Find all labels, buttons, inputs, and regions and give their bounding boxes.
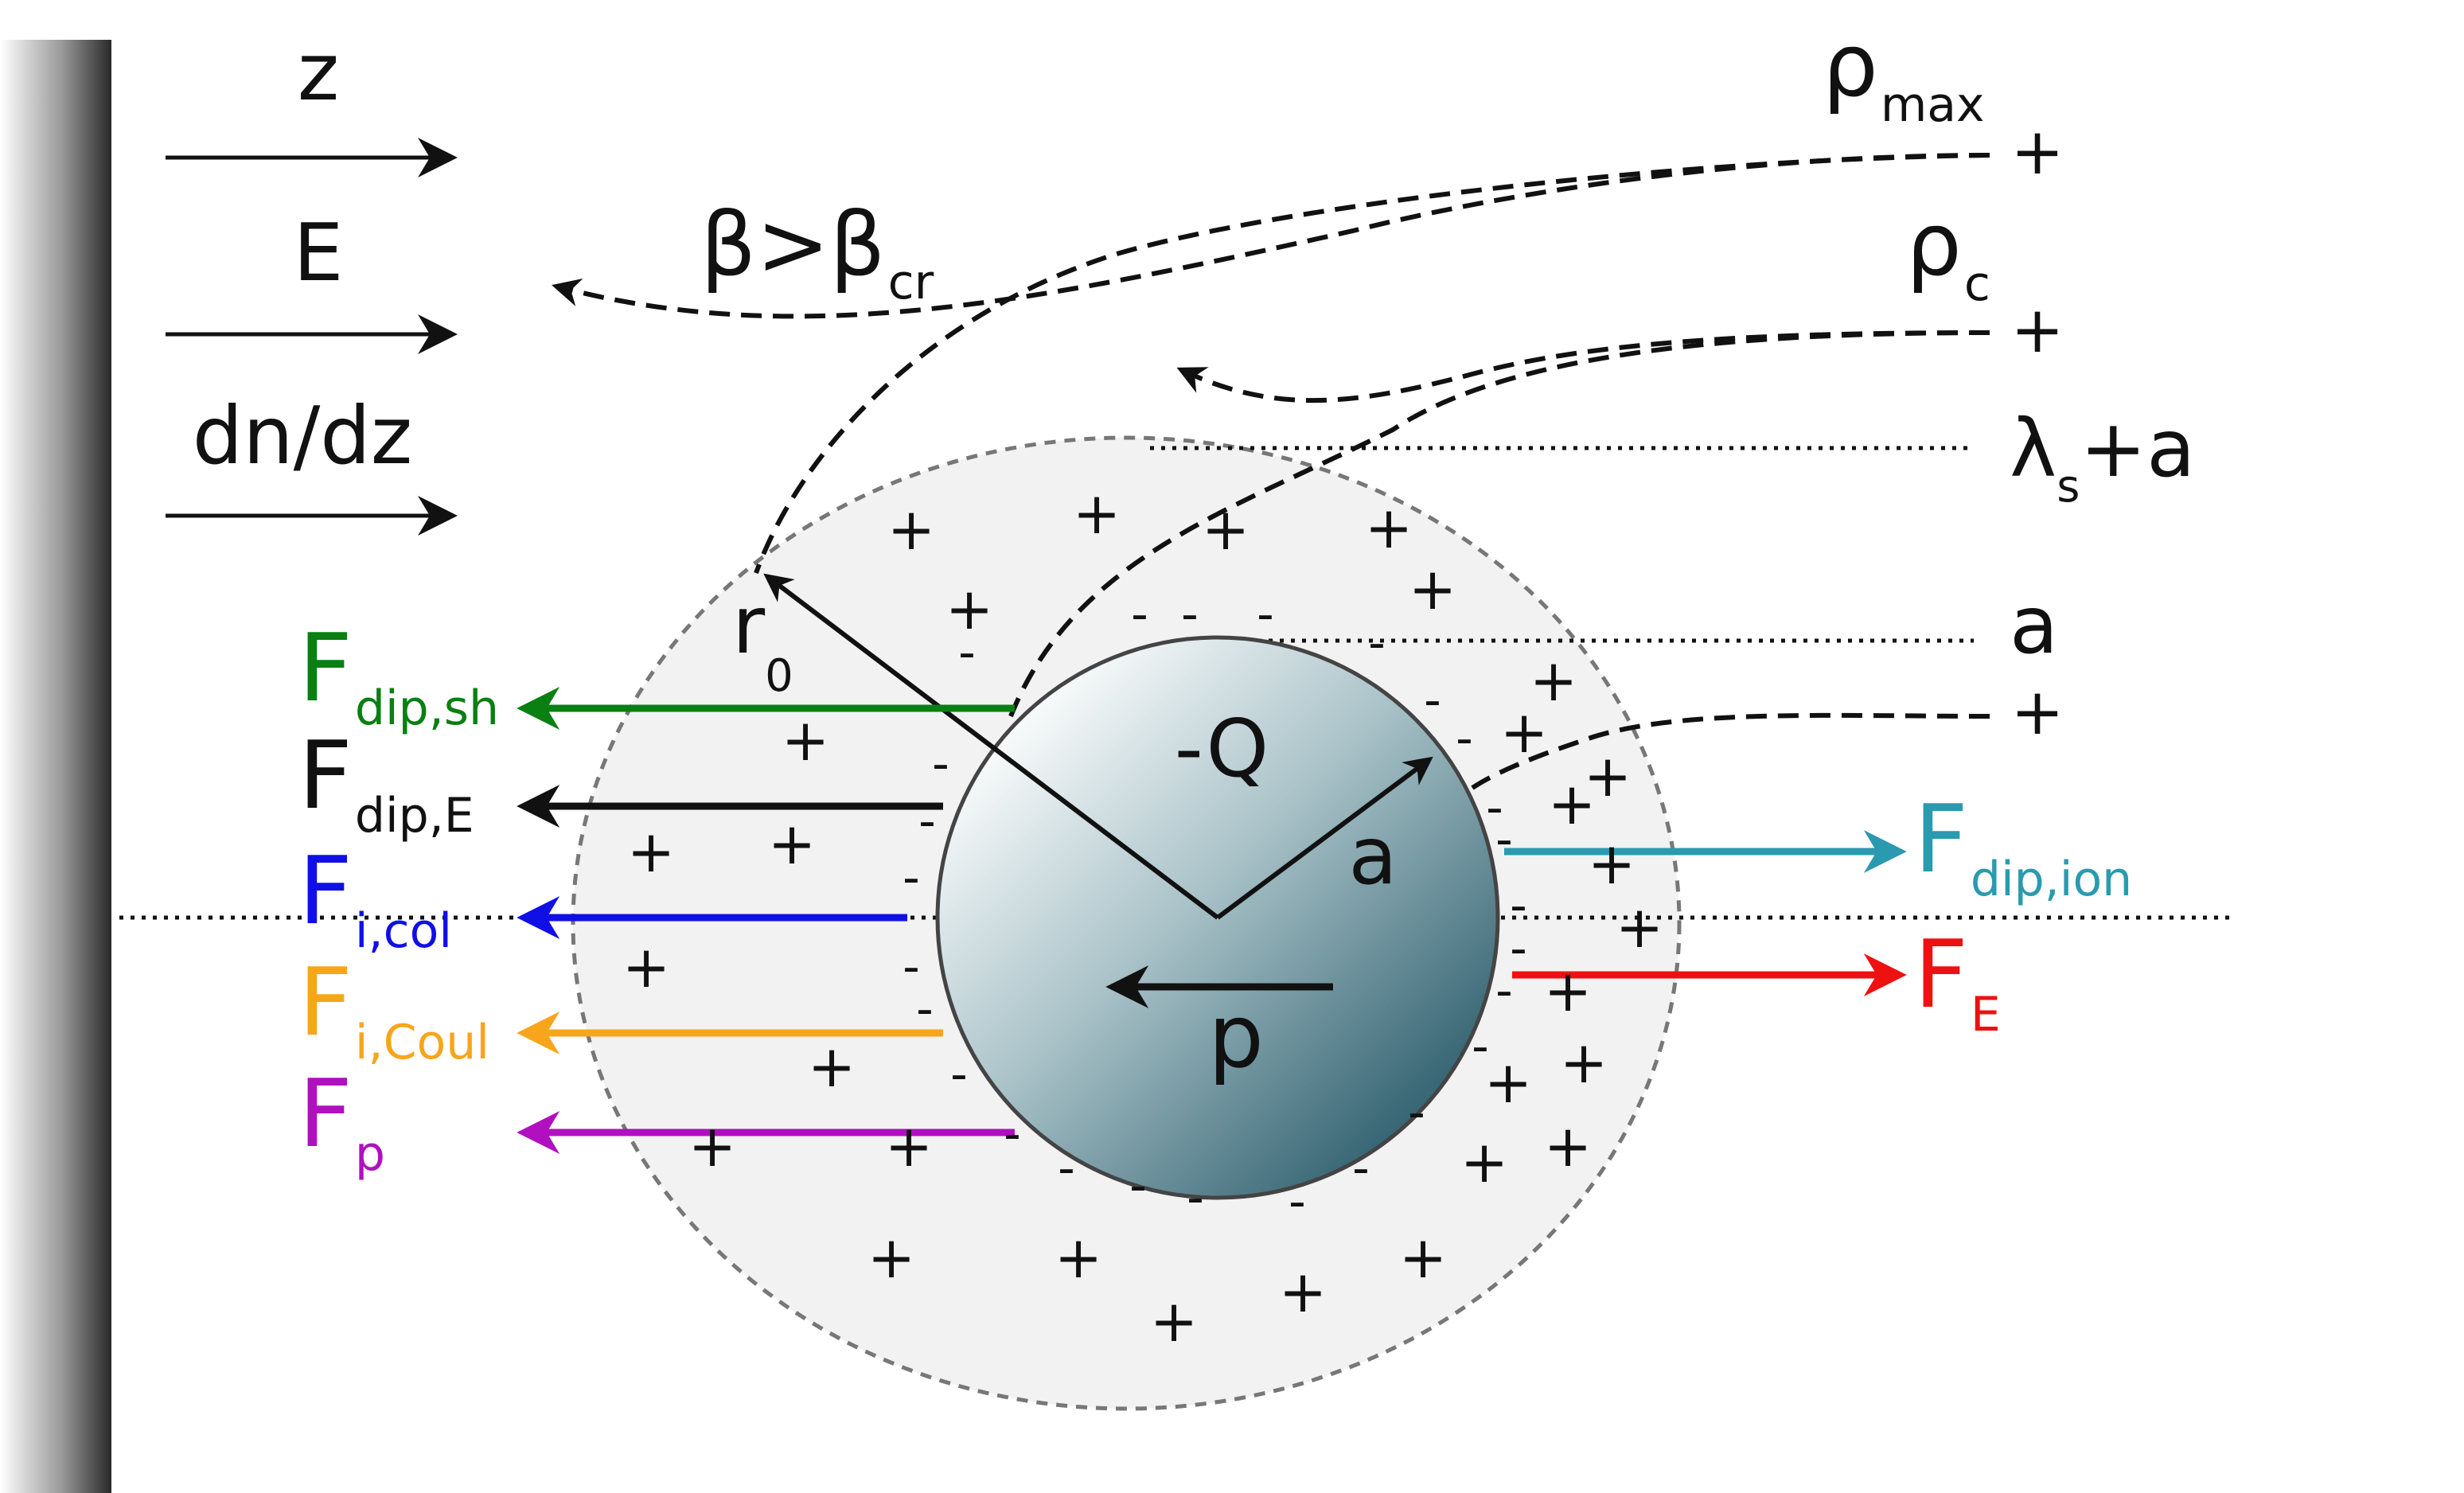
ion-plus-symbol: + bbox=[768, 810, 816, 877]
ion-plus-symbol: + bbox=[1055, 1224, 1102, 1291]
ion-plus-symbol: + bbox=[1544, 1113, 1592, 1179]
electron-minus-symbol: - bbox=[1289, 1174, 1306, 1230]
ion-plus-symbol: + bbox=[1460, 1129, 1508, 1195]
electron-minus-symbol: - bbox=[1368, 615, 1386, 671]
r0-label: r0 bbox=[732, 579, 793, 702]
trajectory-rho-max bbox=[552, 153, 1990, 319]
ion-plus-symbol: + bbox=[1616, 894, 1663, 961]
r0-arrow bbox=[763, 573, 1219, 920]
ion-plus-symbol: + bbox=[1150, 1288, 1198, 1355]
electron-minus-symbol: - bbox=[950, 1047, 968, 1102]
force-dip-ion-label: Fdip,ion bbox=[1914, 784, 2132, 907]
trajectory-grazing bbox=[1471, 712, 1990, 790]
force-i-col-label: Fi,col bbox=[298, 836, 452, 959]
electron-minus-symbol: - bbox=[918, 793, 936, 849]
electron-minus-symbol: - bbox=[958, 625, 976, 680]
ion-plus-symbol: + bbox=[782, 707, 829, 774]
ion-plus-symbol: + bbox=[627, 818, 675, 885]
rho-c-label: ρc bbox=[1906, 193, 1990, 312]
electron-minus-symbol: - bbox=[1486, 780, 1503, 836]
electron-minus-symbol: - bbox=[903, 939, 920, 995]
ion-plus-symbol: + bbox=[1560, 1029, 1608, 1096]
force-p-label: Fp bbox=[298, 1058, 385, 1182]
electron-minus-symbol: - bbox=[1472, 1019, 1489, 1074]
E-label: E bbox=[293, 206, 343, 299]
ion-trajectories bbox=[552, 153, 1990, 790]
ion-plus-symbol: + bbox=[1399, 1224, 1447, 1291]
ion-plus-symbol: + bbox=[1409, 555, 1456, 622]
ion-plus-symbol: + bbox=[1365, 494, 1413, 561]
rho-max-label: ρmax bbox=[1823, 14, 1985, 133]
dipole-label: p bbox=[1208, 985, 1264, 1087]
lambda-label: λs+a bbox=[2010, 402, 2195, 513]
sheath-ions: +++++++++++++++++++++++++++++ bbox=[622, 480, 1663, 1355]
left-forces: Fdip,sh Fdip,E Fi,col Fi,Coul Fp bbox=[298, 613, 1015, 1182]
ion-plus-symbol: + bbox=[1500, 699, 1548, 766]
trajectory-rho-c-inner bbox=[1008, 330, 1990, 718]
level-labels: β>βcr ρmax ρc λs+a a + + + bbox=[700, 14, 2195, 749]
ion-plus-symbol: + bbox=[1584, 743, 1632, 809]
electron-minus-symbol: - bbox=[1058, 1140, 1075, 1196]
ion-plus-symbol: + bbox=[1544, 957, 1592, 1024]
force-i-Coul-label: Fi,Coul bbox=[298, 947, 489, 1070]
ion-plus-symbol: + bbox=[1073, 480, 1121, 547]
ion-plus-symbol: + bbox=[1548, 770, 1596, 837]
electron-minus-symbol: - bbox=[1408, 1085, 1425, 1140]
electron-minus-symbol: - bbox=[1456, 711, 1473, 766]
electron-minus-symbol: - bbox=[1004, 1106, 1021, 1162]
electron-minus-symbol: - bbox=[1424, 672, 1441, 728]
z-label: z bbox=[298, 25, 340, 119]
ion-plus-symbol: + bbox=[1588, 830, 1636, 897]
electron-minus-symbol: - bbox=[1495, 812, 1513, 867]
electron-minus-symbol: - bbox=[1181, 587, 1199, 642]
charge-label: -Q bbox=[1175, 702, 1269, 795]
ion-plus-symbol: + bbox=[808, 1033, 856, 1100]
electron-minus-symbol: - bbox=[1129, 1158, 1147, 1214]
ion-plus-symbol: + bbox=[1530, 647, 1577, 714]
force-E-label: FE bbox=[1914, 919, 2001, 1043]
electron-minus-symbol: - bbox=[1131, 587, 1148, 642]
electron-minus-symbol: - bbox=[1510, 921, 1527, 976]
force-dip-sh-label: Fdip,sh bbox=[298, 613, 499, 736]
plus-rho-c: + bbox=[2010, 293, 2064, 367]
ion-plus-symbol: + bbox=[688, 1113, 736, 1179]
trajectory-rho-max-inner bbox=[754, 153, 1990, 575]
trajectory-rho-c bbox=[1176, 330, 1990, 403]
force-dip-E-label: Fdip,E bbox=[298, 720, 474, 844]
plus-rho-max: + bbox=[2010, 115, 2064, 189]
right-forces: Fdip,ion FE bbox=[1504, 784, 2132, 1043]
ion-plus-symbol: + bbox=[622, 934, 670, 1000]
ion-plus-symbol: + bbox=[1484, 1049, 1532, 1116]
electron-minus-symbol: - bbox=[1510, 878, 1527, 934]
electron-minus-symbol: - bbox=[932, 736, 949, 792]
ion-plus-symbol: + bbox=[885, 1113, 933, 1179]
a-level-label: a bbox=[2010, 579, 2058, 672]
beta-label: β>βcr bbox=[700, 193, 934, 310]
electron-minus-symbol: - bbox=[1187, 1170, 1204, 1226]
electron-minus-symbol: - bbox=[1495, 963, 1513, 1019]
ion-plus-symbol: + bbox=[887, 496, 935, 563]
electron-minus-symbol: - bbox=[916, 981, 934, 1037]
ion-plus-symbol: + bbox=[867, 1224, 915, 1291]
radius-arrow bbox=[1216, 756, 1433, 920]
ion-plus-symbol: + bbox=[1202, 496, 1250, 563]
electron-minus-symbol: - bbox=[903, 850, 920, 906]
electron-minus-symbol: - bbox=[1352, 1140, 1370, 1196]
plus-grazing: + bbox=[2010, 675, 2064, 749]
electron-minus-symbol: - bbox=[1257, 587, 1274, 642]
radius-label: a bbox=[1348, 809, 1397, 902]
ion-plus-symbol: + bbox=[945, 575, 993, 642]
wall bbox=[0, 40, 111, 1493]
surface-electrons: -------------------------- bbox=[903, 587, 1527, 1230]
ion-plus-symbol: + bbox=[1279, 1258, 1327, 1325]
dn-label: dn/dz bbox=[193, 389, 413, 482]
direction-legend: z E dn/dz bbox=[166, 25, 458, 536]
